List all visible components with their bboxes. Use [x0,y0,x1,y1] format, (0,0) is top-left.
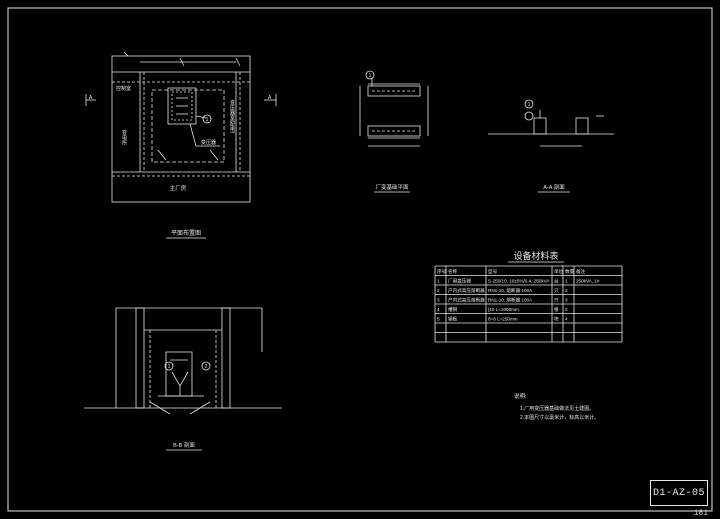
table-cell: RN1-10, 熔断器 100A [488,296,533,303]
section-aa-view [488,110,614,147]
table-cell: 只 [554,297,559,303]
section-bb-callout-1: 1 [168,364,171,370]
table-cell: 厂用变压器 [448,277,471,284]
plan-view [85,51,277,203]
table-cell: 3 [437,297,440,302]
beam-callout-circle [365,70,375,80]
table-cell: 3 [565,297,568,302]
table-cell: [10 L=1000mm [488,307,519,312]
notes-heading: 说明: [514,392,527,400]
table-header-cell: 单位 [554,268,564,275]
section-bb-callout-circle-1 [164,361,174,371]
plan-label-transformer-room: 变压器室(配电) [229,99,235,133]
table-cell: 1 [437,278,440,283]
section-aa-callout-circle-b [524,111,534,121]
table-cell: 5 [437,316,440,321]
plan-section-mark-left: A [89,95,93,101]
table-cell: 4 [565,316,568,321]
table-cell: 2 [437,288,440,293]
table-cell: 块 [554,315,559,322]
table-cell: 槽钢 [448,306,458,313]
section-aa-callout: 1 [528,102,531,108]
table-cell: 台 [554,277,559,284]
table-header-cell: 数量 [565,268,575,275]
table-header-cell: 序号 [437,268,447,275]
section-bb-view [84,307,282,415]
equipment-table: 序号名称 型号 单位数量备注 1 厂用变压器 S-250/10, 10±5%/0.4, 2… [434,265,623,343]
section-bb-title: B-B 剖面 [173,441,195,449]
plan-callout: 1 [206,117,209,123]
plan-label-main-plant: 主厂房 [170,184,187,192]
plan-label-leader: 变压器 [201,139,216,146]
table-cell: 2 [565,307,568,312]
section-bb-callout-2: 2 [205,364,208,370]
beam-callout: 1 [369,73,372,79]
table-cell: RN1-10, 熔断器 100A [488,287,533,294]
section-aa-callout-circle-a [524,99,534,109]
beam-title: 厂变基础平面 [375,183,409,191]
notes-item-2: 2.本图尺寸以毫米计，标高以米计。 [520,414,599,421]
plan-section-mark-right: A [268,95,272,101]
table-cell: 钢板 [448,315,458,322]
table-cell: 4 [437,307,440,312]
table-header-cell: 备注 [576,268,586,275]
drawing-number: D1-AZ-05 [650,480,708,506]
plan-title: 平面布置图 [171,229,201,237]
page-number: 181 [693,509,708,518]
table-cell: 只 [554,288,559,294]
table-cell: 户内式高压熔断器 [448,296,485,303]
plan-label-control-room: 控制室 [116,85,131,92]
table-cell: 250kVA, 1# [576,278,600,283]
drawing-frame [7,7,713,512]
table-header-cell: 型号 [488,268,498,275]
plan-callout-circle [202,114,212,124]
section-aa-title: A-A 剖面 [543,183,565,191]
beam-view [359,78,429,147]
table-cell: 根 [554,306,559,313]
table-cell: S-250/10, 10±5%/0.4, 250kVA [488,278,550,283]
table-cell: 1 [565,278,568,283]
notes-item-1: 1.厂用变压器基础做法见土建图。 [520,405,594,412]
equipment-table-title: 设备材料表 [513,250,558,261]
table-header-cell: 名称 [448,268,458,275]
plan-label-substation: 变电所 [121,129,127,146]
section-bb-callout-circle-2 [201,361,211,371]
table-cell: 户内式高压熔断器 [448,287,485,294]
table-cell: δ=8 L=250mm [488,316,518,321]
table-cell: 3 [565,288,568,293]
